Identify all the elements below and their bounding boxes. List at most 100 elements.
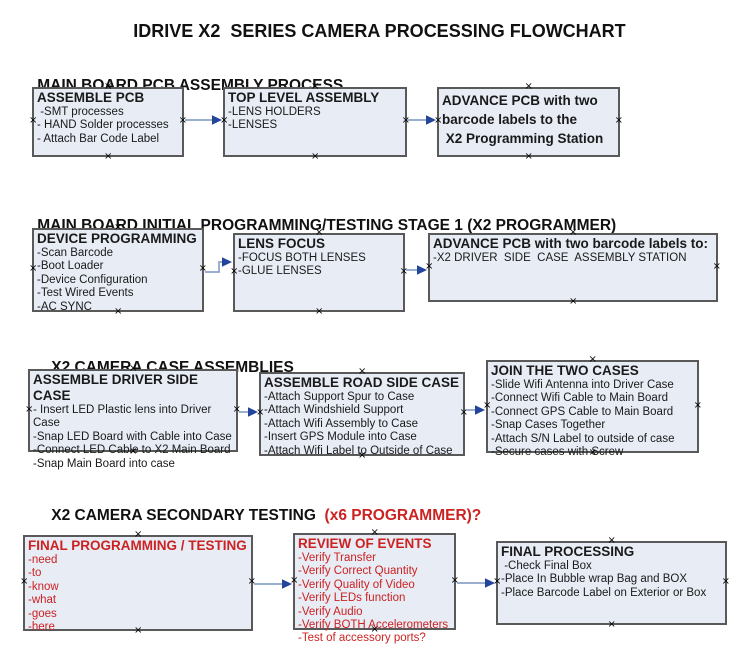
- box-title: ADVANCE PCB with two barcode labels to:: [433, 236, 709, 251]
- box-review-of-events[interactable]: REVIEW OF EVENTS -Verify Transfer-Verify…: [290, 528, 459, 645]
- box-item: -Device Configuration: [37, 273, 148, 286]
- box-item: -here: [28, 621, 55, 634]
- box-advance-pcb-to-case-assembly[interactable]: ADVANCE PCB with two barcode labels to: …: [425, 228, 721, 307]
- box-item: -Scan Barcode: [37, 247, 114, 259]
- box-assemble-pcb[interactable]: ASSEMBLE PCB -SMT processes- HAND Solder…: [29, 82, 187, 162]
- box-final-processing[interactable]: FINAL PROCESSING -Check Final Box-Place …: [493, 536, 730, 630]
- anchor-x-icon: ×: [693, 399, 702, 411]
- box-title: TOP LEVEL ASSEMBLY: [228, 90, 380, 105]
- box-item: -Attach Support Spur to Case: [264, 391, 415, 403]
- box-final-programming-testing[interactable]: FINAL PROGRAMMING / TESTING -need-to-kno…: [20, 530, 256, 636]
- box-items: -Scan Barcode-Boot Loader-Device Configu…: [37, 247, 199, 314]
- box-items: -FOCUS BOTH LENSES-GLUE LENSES: [238, 252, 400, 279]
- box-item: -LENSES: [228, 119, 278, 132]
- flow-arrow-icon[interactable]: [185, 112, 223, 128]
- box-item: -LENS HOLDERS: [228, 106, 321, 118]
- box-title: JOIN THE TWO CASES: [491, 363, 639, 378]
- box-item: -Attach S/N Label to outside of case: [491, 432, 675, 445]
- box-title: FINAL PROCESSING: [501, 544, 635, 559]
- anchor-x-icon: ×: [315, 306, 324, 317]
- section-header-red-text: (x6 PROGRAMMER)?: [320, 507, 482, 524]
- box-title: ASSEMBLE PCB: [37, 90, 145, 105]
- box-item: - Attach Bar Code Label: [37, 132, 160, 145]
- box-item: -Attach Wifi Assembly to Case: [264, 417, 419, 430]
- section-header-secondary-testing: X2 CAMERA SECONDARY TESTING (x6 PROGRAMM…: [34, 489, 481, 543]
- box-items: -Verify Transfer-Verify Correct Quantity…: [298, 552, 451, 646]
- box-title: FINAL PROGRAMMING / TESTING: [28, 538, 247, 553]
- flow-arrow-elbow-icon[interactable]: [205, 253, 233, 279]
- box-title: LENS FOCUS: [238, 236, 326, 251]
- box-device-programming[interactable]: DEVICE PROGRAMMING -Scan Barcode-Boot Lo…: [29, 223, 207, 317]
- box-join-the-two-cases[interactable]: JOIN THE TWO CASES -Slide Wifi Antenna i…: [483, 355, 702, 459]
- box-assemble-road-side-case[interactable]: ASSEMBLE ROAD SIDE CASE -Attach Support …: [256, 367, 468, 461]
- box-item: -know: [28, 580, 59, 593]
- box-title: ADVANCE PCB with two barcode labels to t…: [442, 93, 604, 146]
- box-item: -goes: [28, 607, 57, 620]
- anchor-x-icon: ×: [614, 115, 623, 126]
- box-item: -Boot Loader: [37, 260, 104, 273]
- flow-arrow-icon[interactable]: [466, 402, 486, 418]
- flow-arrow-icon[interactable]: [406, 262, 428, 278]
- box-title: DEVICE PROGRAMMING: [37, 231, 197, 246]
- box-item: -Verify BOTH Accelerometers: [298, 619, 449, 632]
- box-item: -Attach Wifi Label to Outside of Case: [264, 444, 453, 457]
- box-item: -SMT processes: [37, 106, 124, 118]
- box-top-level-assembly[interactable]: TOP LEVEL ASSEMBLY -LENS HOLDERS-LENSES …: [220, 82, 410, 162]
- box-item: -GLUE LENSES: [238, 265, 322, 278]
- box-item: -Connect Wifi Cable to Main Board: [491, 392, 669, 405]
- flow-arrow-icon[interactable]: [239, 404, 259, 420]
- box-items: -LENS HOLDERS-LENSES: [228, 106, 402, 133]
- flow-arrow-icon[interactable]: [254, 576, 293, 592]
- box-item: -Test of accessory ports?: [298, 632, 426, 645]
- anchor-x-icon: ×: [569, 296, 578, 307]
- box-item: -Attach Windshield Support: [264, 404, 404, 417]
- box-items: -Attach Support Spur to Case-Attach Wind…: [264, 391, 460, 458]
- box-title: ASSEMBLE ROAD SIDE CASE: [264, 375, 460, 390]
- box-advance-pcb-to-programming-station[interactable]: ADVANCE PCB with two barcode labels to t…: [434, 82, 623, 162]
- anchor-x-icon: ×: [712, 260, 721, 272]
- box-item: -Test Wired Events: [37, 287, 134, 300]
- box-items: -Slide Wifi Antenna into Driver Case-Con…: [491, 379, 694, 459]
- box-item: -Verify Audio: [298, 605, 363, 618]
- anchor-x-icon: ×: [721, 576, 730, 587]
- box-item: -Place In Bubble wrap Bag and BOX: [501, 573, 688, 586]
- box-item: -Insert GPS Module into Case: [264, 431, 417, 444]
- box-item: -what: [28, 594, 57, 607]
- flow-arrow-icon[interactable]: [407, 112, 437, 128]
- anchor-x-icon: ×: [524, 151, 533, 162]
- flow-arrow-icon[interactable]: [457, 575, 496, 591]
- anchor-x-icon: ×: [607, 619, 616, 630]
- box-items: -Check Final Box-Place In Bubble wrap Ba…: [501, 560, 722, 600]
- box-items: - Insert LED Plastic lens into Driver Ca…: [33, 404, 233, 471]
- anchor-x-icon: ×: [104, 151, 113, 162]
- box-item: -X2 DRIVER SIDE CASE ASSEMBLY STATION: [433, 252, 687, 264]
- box-item: -Check Final Box: [501, 560, 592, 572]
- box-title: ASSEMBLE DRIVER SIDE CASE: [33, 372, 202, 403]
- box-item: -Connect LED Cable to X2 Main Board: [33, 444, 231, 457]
- box-item: -to: [28, 567, 42, 580]
- box-items: -need-to-know-what-goes-here: [28, 554, 248, 634]
- box-item: -Verify Transfer: [298, 552, 376, 564]
- box-item: -Place Barcode Label on Exterior or Box: [501, 586, 707, 599]
- box-item: - Insert LED Plastic lens into Driver Ca…: [33, 404, 215, 430]
- section-header-text: X2 CAMERA SECONDARY TESTING: [51, 507, 321, 524]
- box-item: - HAND Solder processes: [37, 119, 169, 132]
- box-item: -Verify Correct Quantity: [298, 565, 418, 578]
- box-item: -Snap LED Board with Cable into Case: [33, 430, 232, 443]
- anchor-x-icon: ×: [311, 151, 320, 162]
- box-item: -Snap Cases Together: [491, 419, 606, 432]
- box-title: REVIEW OF EVENTS: [298, 536, 432, 551]
- box-item: -Secure cases with Screw: [491, 446, 624, 459]
- box-item: -Slide Wifi Antenna into Driver Case: [491, 379, 674, 391]
- box-item: -Verify Quality of Video: [298, 578, 415, 591]
- box-item: -Snap Main Board into case: [33, 457, 175, 470]
- box-items: -X2 DRIVER SIDE CASE ASSEMBLY STATION: [433, 252, 713, 265]
- box-lens-focus[interactable]: LENS FOCUS -FOCUS BOTH LENSES-GLUE LENSE…: [230, 228, 408, 317]
- box-item: -AC SYNC: [37, 300, 92, 313]
- page-title: IDRIVE X2 SERIES CAMERA PROCESSING FLOWC…: [133, 21, 626, 41]
- box-items: -SMT processes- HAND Solder processes- A…: [37, 106, 179, 146]
- box-assemble-driver-side-case[interactable]: ASSEMBLE DRIVER SIDE CASE - Insert LED P…: [25, 364, 241, 470]
- box-item: -Connect GPS Cable to Main Board: [491, 405, 674, 418]
- box-item: -Verify LEDs function: [298, 592, 406, 605]
